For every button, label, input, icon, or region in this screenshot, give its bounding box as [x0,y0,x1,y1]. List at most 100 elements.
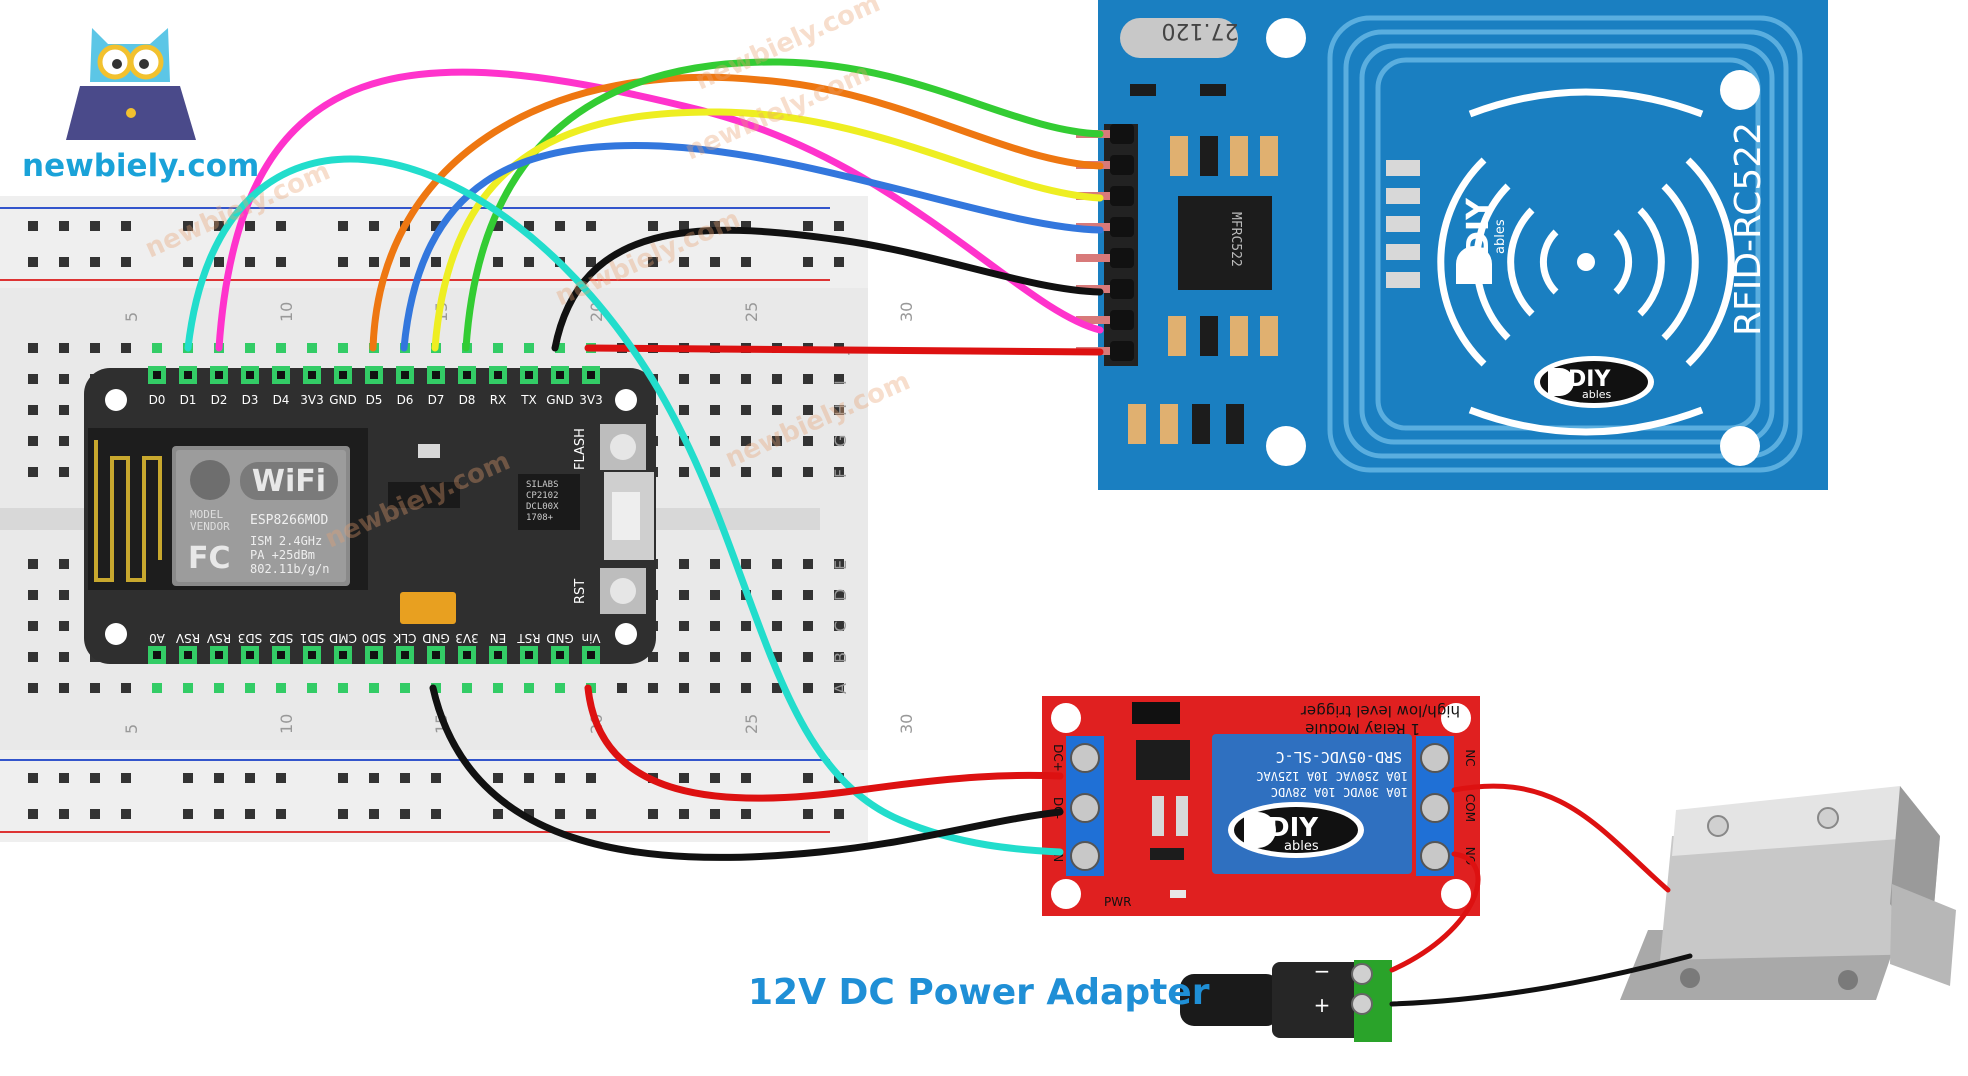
rfid-pin-socket [1110,217,1134,237]
pwr-label: PWR [1104,895,1131,909]
breadboard-hole-used [245,683,255,693]
breadboard-rail-hole [493,221,503,231]
breadboard-column-number: 5 [122,312,141,322]
breadboard-hole [803,559,813,569]
wire-green-d7 [462,58,1104,352]
breadboard-hole [679,374,689,384]
wires [184,58,1693,1007]
module-name: ESP8266MOD [250,513,328,528]
breadboard-rail-hole [369,221,379,231]
esp-top-pin-label: D1 [180,393,197,407]
usb-chip-line-1: CP2102 [526,491,559,501]
breadboard-hole [679,652,689,662]
breadboard-rail-hole [431,257,441,267]
breadboard-hole [28,467,38,477]
breadboard-hole [710,467,720,477]
breadboard-rail-hole [834,257,844,267]
wire-yellow-d6 [431,108,1104,352]
breadboard-rail-hole [555,773,565,783]
breadboard-hole-used [152,343,162,353]
breadboard-hole-used [152,683,162,693]
breadboard-rail-hole [803,809,813,819]
breadboard-hole [121,683,131,693]
esp-bottom-pin-label: GND [422,631,450,645]
breadboard-rail-hole [493,809,503,819]
esp-top-pin-label: TX [520,393,537,407]
esp-bottom-pin-label: RSV [175,631,200,645]
breadboard-hole [803,683,813,693]
breadboard-hole [741,436,751,446]
rfid-pin [1076,316,1116,324]
esp-bottom-pin-label: SD3 [238,631,263,645]
breadboard-column-number: 5 [122,724,141,734]
esp-bottom-pin-label: CLK [392,631,416,645]
breadboard-rail-hole [338,809,348,819]
adapter-plus: + [1314,993,1331,1017]
esp8266-nodemcu-board: WiFi MODEL VENDOR ESP8266MOD FC ISM 2.4G… [84,343,656,693]
rfid-bottom-logo: DIY ables [1534,356,1654,408]
rfid-pin-socket [1110,248,1134,268]
antenna-trace-icon [94,440,162,582]
breadboard-hole [28,559,38,569]
pwr-led-icon [1170,890,1186,898]
breadboard-hole-used [307,683,317,693]
esp-pin-socket [308,371,316,379]
breadboard-rail-hole [493,773,503,783]
esp-pin-socket [215,371,223,379]
esp-pin-socket [587,371,595,379]
breadboard-hole-used [462,683,472,693]
esp-top-pin-label: D0 [149,393,166,407]
esp-pin-socket [432,371,440,379]
breadboard-hole-used [307,343,317,353]
flash-label: FLASH [573,428,588,470]
breadboard-rail-hole [338,773,348,783]
breadboard-column-number: 10 [277,302,296,322]
esp-top-pin-label: 3V3 [300,393,323,407]
esp-pin-socket [339,651,347,659]
breadboard-hole [28,436,38,446]
breadboard-hole [679,559,689,569]
screw-terminal-icon [1420,841,1450,871]
breadboard-rail-hole [710,809,720,819]
breadboard-hole-used [493,683,503,693]
breadboard-rail-hole [555,221,565,231]
breadboard-rail-hole [121,773,131,783]
esp-pin-socket [525,651,533,659]
breadboard-rail-hole [679,221,689,231]
wire-red-3v3 [584,344,1104,356]
breadboard-rail-hole [400,257,410,267]
breadboard-hole [28,652,38,662]
breadboard-rail-hole [369,809,379,819]
spec-line-0: ISM 2.4GHz [250,534,322,548]
breadboard-hole [59,343,69,353]
breadboard-rail-hole [338,221,348,231]
breadboard-row-letter: D [831,589,850,601]
wire-red-no [1389,851,1481,973]
breadboard-rail-hole [28,773,38,783]
esp-pin-socket [277,651,285,659]
breadboard-hole [772,467,782,477]
breadboard-hole [834,621,844,631]
breadboard-rail-hole [586,773,596,783]
wire-magenta-d2 [215,68,1104,352]
breadboard-hole [121,343,131,353]
esp-pin-socket [370,371,378,379]
breadboard-rail-hole [710,221,720,231]
breadboard-rail-hole [183,257,193,267]
breadboard-hole [741,621,751,631]
breadboard-hole [648,683,658,693]
breadboard-rail-hole [400,773,410,783]
breadboard-rail-hole [90,809,100,819]
rfid-pin [1076,254,1116,262]
breadboard-hole [28,405,38,415]
breadboard-rail-hole [59,221,69,231]
rfid-pin-socket [1110,186,1134,206]
breadboard-rail-hole [679,773,689,783]
breadboard-hole-used [524,683,534,693]
esp-pin-socket [184,651,192,659]
breadboard-rail-hole [369,773,379,783]
breadboard-hole [59,652,69,662]
breadboard-hole [741,683,751,693]
rfid-capacitor [1386,216,1420,232]
breadboard-hole-used [183,683,193,693]
